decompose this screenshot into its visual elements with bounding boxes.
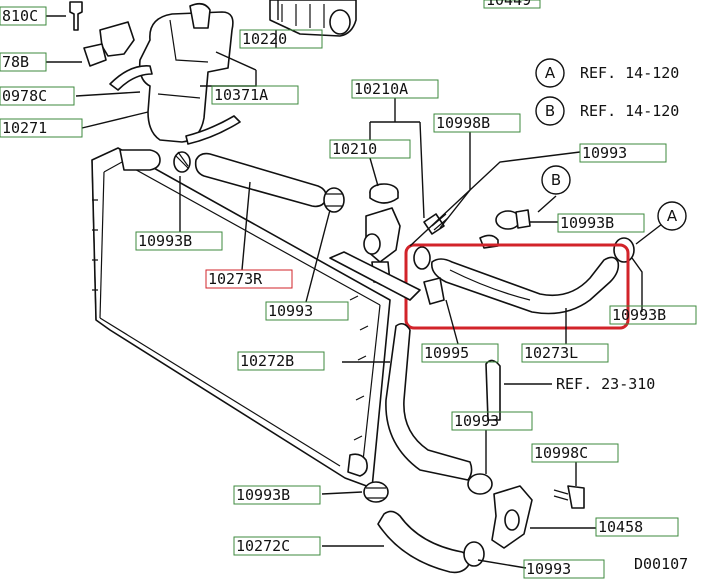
label-10271: 10271: [2, 119, 47, 137]
label-10995: 10995: [424, 344, 469, 362]
ref-a-text: REF. 14-120: [580, 64, 679, 82]
hose-clamp-upper: [323, 187, 345, 213]
label-10272c: 10272C: [236, 537, 290, 555]
label-810c: 810C: [2, 7, 38, 25]
callout-markers: B A: [541, 165, 687, 231]
label-10273l: 10273L: [524, 344, 578, 362]
radiator-cap-drawing: [363, 183, 401, 283]
label-10272b: 10272B: [240, 352, 294, 370]
radiator-drawing: [91, 147, 391, 489]
ref-a-letter: A: [545, 64, 556, 82]
diagram-id: D00107: [634, 555, 688, 573]
label-10998c: 10998C: [534, 444, 588, 462]
reservoir-tank-drawing: [69, 1, 241, 145]
label-10993b-low: 10993B: [236, 486, 290, 504]
ref-b-text: REF. 14-120: [580, 102, 679, 120]
callout-a: A: [667, 207, 678, 225]
label-10458: 10458: [598, 518, 643, 536]
label-10993b-right: 10993B: [612, 306, 666, 324]
reference-legend: A REF. 14-120 B REF. 14-120 REF. 23-310: [535, 58, 679, 393]
bolt-10998b-drawing: [423, 213, 449, 235]
lower-hose-10272c-drawing: [377, 510, 485, 574]
label-10993-center: 10993: [268, 302, 313, 320]
label-10993-bottom: 10993: [526, 560, 571, 578]
part-labels: 810C 78B 0978C 10271 10449 10220 10371A …: [0, 0, 697, 579]
label-10993-lower: 10993: [454, 412, 499, 430]
label-10993-top: 10993: [582, 144, 627, 162]
ref-b-letter: B: [545, 102, 555, 120]
leader-lines: [46, 0, 663, 569]
callout-b: B: [551, 171, 561, 189]
lower-hose-10272b-drawing: [329, 251, 473, 481]
label-10371a: 10371A: [214, 86, 268, 104]
hose-clamp-b-drawing: [495, 209, 531, 230]
label-0978c: 0978C: [2, 87, 47, 105]
condenser-drawing: [269, 0, 357, 37]
label-10449: 10449: [486, 0, 531, 9]
label-10210: 10210: [332, 140, 377, 158]
label-10210a: 10210A: [354, 80, 408, 98]
ref-23-310: REF. 23-310: [556, 375, 655, 393]
label-78b: 78B: [2, 53, 29, 71]
label-10993b-mid: 10993B: [560, 214, 614, 232]
label-10273r: 10273R: [208, 270, 263, 288]
hose-clamp-lower: [363, 473, 493, 503]
label-10220: 10220: [242, 30, 287, 48]
water-outlet-10458-drawing: [491, 485, 585, 549]
label-10998b: 10998B: [436, 114, 490, 132]
label-10993b-left: 10993B: [138, 232, 192, 250]
